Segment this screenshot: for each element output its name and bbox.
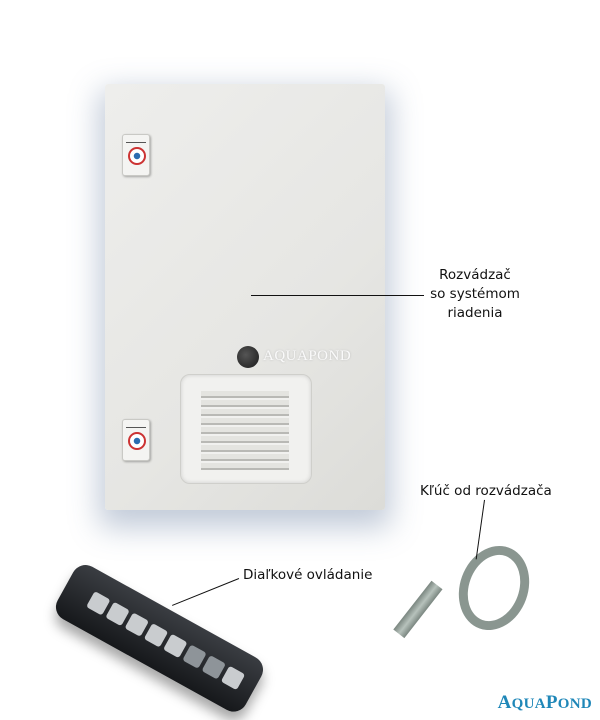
cabinet-label-line2: so systémom xyxy=(430,286,520,302)
cabinet-label: Rozvádzač so systémom riadenia xyxy=(415,266,535,323)
remote-control xyxy=(50,560,269,717)
remote-label: Diaľkové ovládanie xyxy=(243,567,373,583)
door-lock-top xyxy=(122,134,150,176)
door-knob xyxy=(237,346,259,368)
remote-leader-line xyxy=(172,578,240,607)
ventilation-grille xyxy=(180,374,312,484)
cabinet-label-line1: Rozvádzač xyxy=(439,267,511,283)
key-ring xyxy=(447,535,541,641)
control-cabinet: AQUAPOND xyxy=(105,84,385,510)
cabinet-key xyxy=(393,580,443,639)
cabinet-leader-line xyxy=(251,295,424,297)
key-label: Kľúč od rozvádzača xyxy=(420,483,552,499)
cabinet-label-line3: riadenia xyxy=(447,305,503,321)
door-lock-bottom xyxy=(122,419,150,461)
aquapond-logo: AQUAPOND xyxy=(497,692,592,713)
door-logo: AQUAPOND xyxy=(263,348,352,364)
